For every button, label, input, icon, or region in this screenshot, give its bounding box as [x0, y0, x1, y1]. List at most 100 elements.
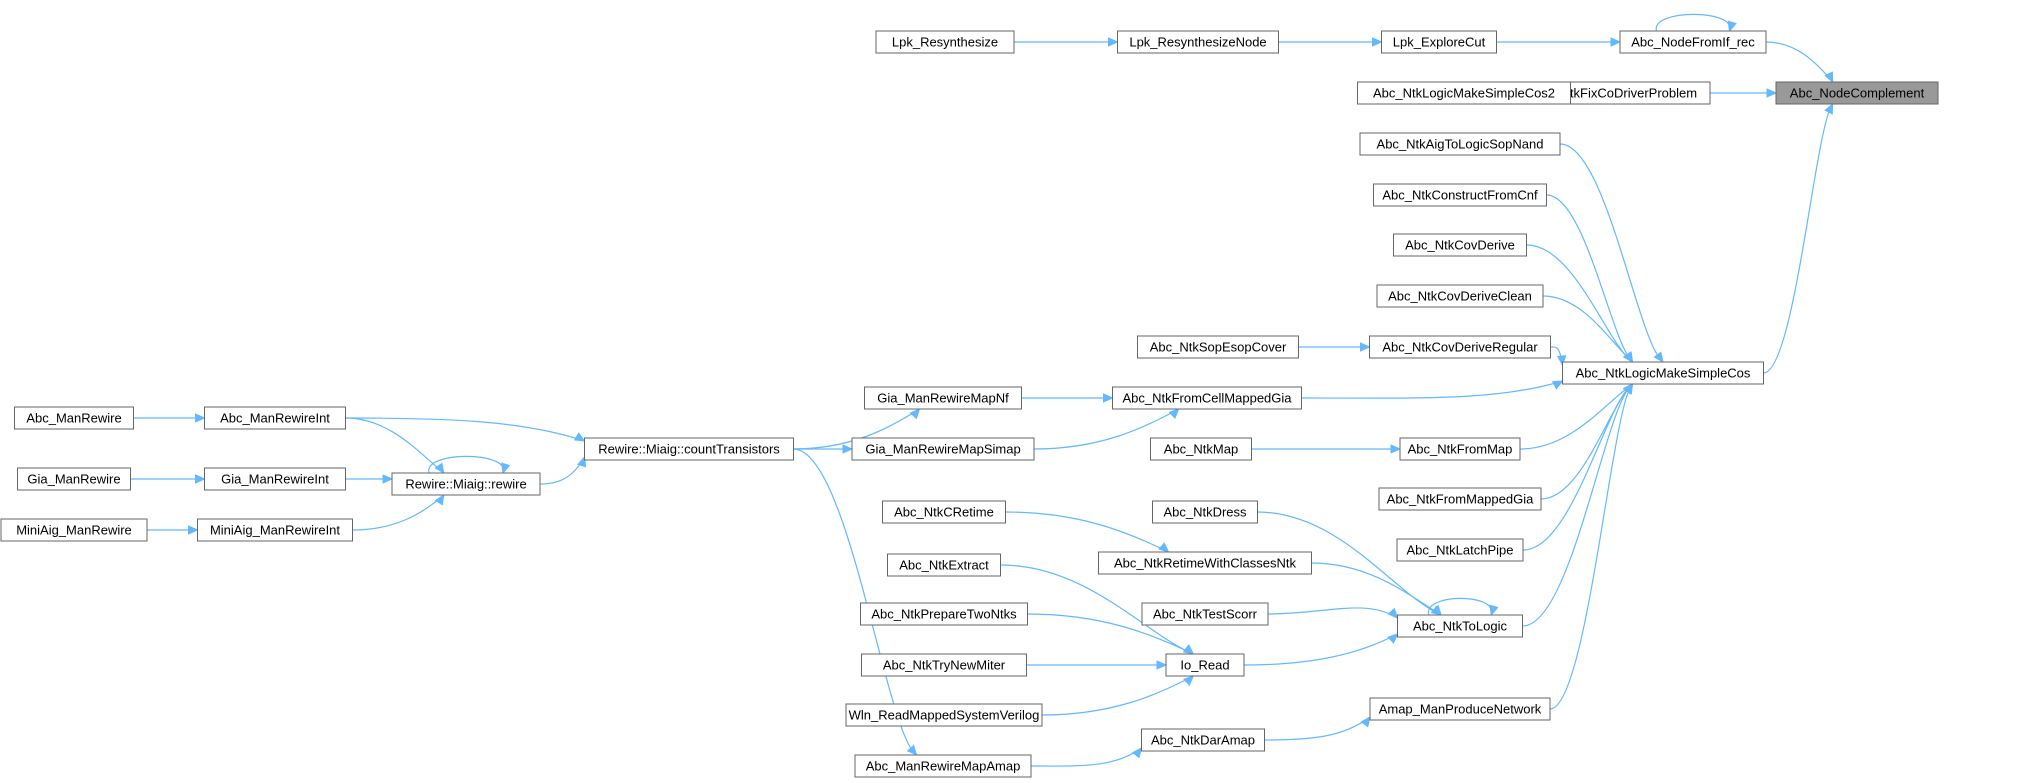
- node-box[interactable]: [1397, 614, 1523, 638]
- node-antnm[interactable]: Abc_NtkTryNewMiter: [861, 653, 1027, 677]
- node-anlmsc2[interactable]: Abc_NtkLogicMakeSimpleCos2: [1357, 81, 1571, 105]
- node-box[interactable]: [1393, 233, 1527, 257]
- node-anrwcn[interactable]: Abc_NtkRetimeWithClassesNtk: [1098, 551, 1312, 575]
- edge-mamri-to-rmr: [352, 494, 445, 531]
- node-box[interactable]: [1112, 386, 1302, 410]
- node-mamr[interactable]: MiniAig_ManRewire: [0, 518, 148, 542]
- node-ancfc[interactable]: Abc_NtkConstructFromCnf: [1373, 183, 1547, 207]
- node-amr[interactable]: Abc_ManRewire: [14, 406, 134, 430]
- edge-anlmsc-to-anc-arrowhead: [1824, 102, 1834, 115]
- node-ane[interactable]: Abc_NtkExtract: [887, 553, 1001, 577]
- node-box[interactable]: [860, 602, 1028, 626]
- edge-ants-to-antl-arrowhead: [1387, 607, 1399, 619]
- node-ancr[interactable]: Abc_NtkCRetime: [882, 500, 1006, 524]
- node-box[interactable]: [17, 467, 131, 491]
- node-box[interactable]: [851, 437, 1035, 461]
- node-box[interactable]: [204, 467, 346, 491]
- node-box[interactable]: [1152, 500, 1258, 524]
- node-ants[interactable]: Abc_NtkTestScorr: [1141, 602, 1269, 626]
- node-box[interactable]: [1369, 335, 1551, 359]
- node-box[interactable]: [1165, 653, 1245, 677]
- node-box[interactable]: [1137, 335, 1299, 359]
- node-box[interactable]: [584, 437, 794, 461]
- node-ansec[interactable]: Abc_NtkSopEsopCover: [1137, 335, 1299, 359]
- node-andr[interactable]: Abc_NtkDress: [1152, 500, 1258, 524]
- node-anda[interactable]: Abc_NtkDarAmap: [1141, 728, 1265, 752]
- node-anlp[interactable]: Abc_NtkLatchPipe: [1396, 538, 1524, 562]
- edge-anlp-to-anlmsc: [1522, 383, 1633, 551]
- edge-amri-to-rmr-arrowhead: [434, 462, 445, 475]
- node-gmr[interactable]: Gia_ManRewire: [17, 467, 131, 491]
- node-box[interactable]: [1378, 487, 1542, 511]
- node-box[interactable]: [1399, 437, 1521, 461]
- node-box[interactable]: [864, 386, 1022, 410]
- node-box[interactable]: [1775, 81, 1939, 105]
- node-anatlsn[interactable]: Abc_NtkAigToLogicSopNand: [1359, 132, 1561, 156]
- node-lrn[interactable]: Lpk_ResynthesizeNode: [1117, 30, 1279, 54]
- node-box[interactable]: [1141, 728, 1265, 752]
- node-box[interactable]: [887, 553, 1001, 577]
- edge-andr-to-antl: [1257, 511, 1442, 616]
- node-anfcmg[interactable]: Abc_NtkFromCellMappedGia: [1112, 386, 1302, 410]
- node-box[interactable]: [1369, 697, 1551, 721]
- node-box[interactable]: [1381, 30, 1497, 54]
- node-lec[interactable]: Lpk_ExploreCut: [1381, 30, 1497, 54]
- node-ancd[interactable]: Abc_NtkCovDerive: [1393, 233, 1527, 257]
- node-box[interactable]: [1357, 81, 1571, 105]
- edge-wrmsv-to-ior: [1041, 675, 1194, 716]
- node-box[interactable]: [1376, 284, 1544, 308]
- node-rmct[interactable]: Rewire::Miaig::countTransistors: [584, 437, 794, 461]
- edge-mamr-to-mamri-arrowhead: [188, 525, 199, 535]
- node-anfi[interactable]: Abc_NodeFromIf_rec: [1619, 30, 1767, 54]
- node-box[interactable]: [1141, 602, 1269, 626]
- node-amri[interactable]: Abc_ManRewireInt: [204, 406, 346, 430]
- node-box[interactable]: [1619, 30, 1767, 54]
- node-box[interactable]: [204, 406, 346, 430]
- node-box[interactable]: [0, 518, 148, 542]
- node-anc[interactable]: Abc_NodeComplement: [1775, 81, 1939, 105]
- node-box[interactable]: [845, 703, 1043, 727]
- node-ampn[interactable]: Amap_ManProduceNetwork: [1369, 697, 1551, 721]
- node-anfmg[interactable]: Abc_NtkFromMappedGia: [1378, 487, 1542, 511]
- node-box[interactable]: [14, 406, 134, 430]
- node-lr[interactable]: Lpk_Resynthesize: [875, 30, 1015, 54]
- node-amrma[interactable]: Abc_ManRewireMapAmap: [854, 754, 1032, 778]
- node-ior[interactable]: Io_Read: [1165, 653, 1245, 677]
- node-ancdc[interactable]: Abc_NtkCovDeriveClean: [1376, 284, 1544, 308]
- node-label: Gia_ManRewire: [27, 472, 120, 487]
- node-box[interactable]: [854, 754, 1032, 778]
- node-gmri[interactable]: Gia_ManRewireInt: [204, 467, 346, 491]
- edge-anfi-to-anc: [1765, 41, 1834, 83]
- node-ancdr[interactable]: Abc_NtkCovDeriveRegular: [1369, 335, 1551, 359]
- node-rmr[interactable]: Rewire::Miaig::rewire: [391, 472, 541, 496]
- node-box[interactable]: [882, 500, 1006, 524]
- node-label: Abc_NtkAigToLogicSopNand: [1377, 137, 1544, 152]
- node-label: Wln_ReadMappedSystemVerilog: [849, 708, 1040, 723]
- node-label: Abc_NtkToLogic: [1413, 619, 1507, 634]
- node-gmrms[interactable]: Gia_ManRewireMapSimap: [851, 437, 1035, 461]
- node-wrmsv[interactable]: Wln_ReadMappedSystemVerilog: [845, 703, 1043, 727]
- node-anlmsc[interactable]: Abc_NtkLogicMakeSimpleCos: [1562, 361, 1764, 385]
- node-box[interactable]: [1562, 361, 1764, 385]
- node-box[interactable]: [1373, 183, 1547, 207]
- node-box[interactable]: [1359, 132, 1561, 156]
- node-gmrmn[interactable]: Gia_ManRewireMapNf: [864, 386, 1022, 410]
- node-antl[interactable]: Abc_NtkToLogic: [1397, 614, 1523, 638]
- edge-antl-to-anlmsc: [1522, 383, 1633, 627]
- node-box[interactable]: [861, 653, 1027, 677]
- node-mamri[interactable]: MiniAig_ManRewireInt: [197, 518, 353, 542]
- node-label: Rewire::Miaig::rewire: [405, 477, 526, 492]
- node-label: Abc_NtkLatchPipe: [1407, 543, 1514, 558]
- node-box[interactable]: [1117, 30, 1279, 54]
- edge-amrma-to-anda: [1030, 747, 1142, 767]
- node-box[interactable]: [1098, 551, 1312, 575]
- node-box[interactable]: [875, 30, 1015, 54]
- node-label: Abc_NtkMap: [1164, 442, 1238, 457]
- node-box[interactable]: [391, 472, 541, 496]
- node-anptn[interactable]: Abc_NtkPrepareTwoNtks: [860, 602, 1028, 626]
- node-anfm[interactable]: Abc_NtkFromMap: [1399, 437, 1521, 461]
- node-anm[interactable]: Abc_NtkMap: [1150, 437, 1252, 461]
- node-box[interactable]: [197, 518, 353, 542]
- node-box[interactable]: [1150, 437, 1252, 461]
- node-box[interactable]: [1396, 538, 1524, 562]
